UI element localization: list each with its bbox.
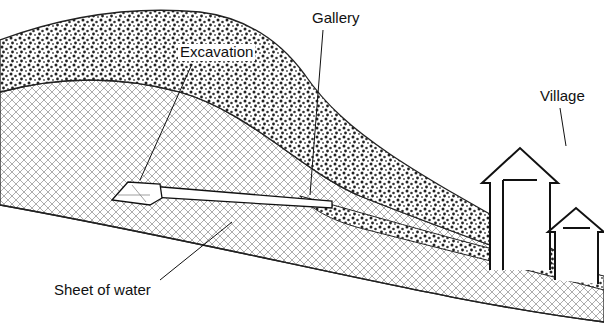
leader-line	[310, 30, 323, 195]
excavation-chamber	[112, 182, 162, 205]
part-label: Gallery	[310, 10, 362, 27]
part-label: Excavation	[178, 44, 255, 61]
part-label: Sheet of water	[52, 282, 153, 299]
house-small	[548, 208, 604, 284]
leader-line	[160, 222, 232, 280]
leader-line	[140, 64, 192, 180]
house-large	[482, 148, 558, 270]
gravel-hill	[0, 10, 604, 286]
excavation-mark	[118, 185, 150, 202]
part-label: Village	[538, 88, 587, 105]
gallery-tunnel	[150, 186, 332, 208]
leader-line	[560, 108, 566, 146]
